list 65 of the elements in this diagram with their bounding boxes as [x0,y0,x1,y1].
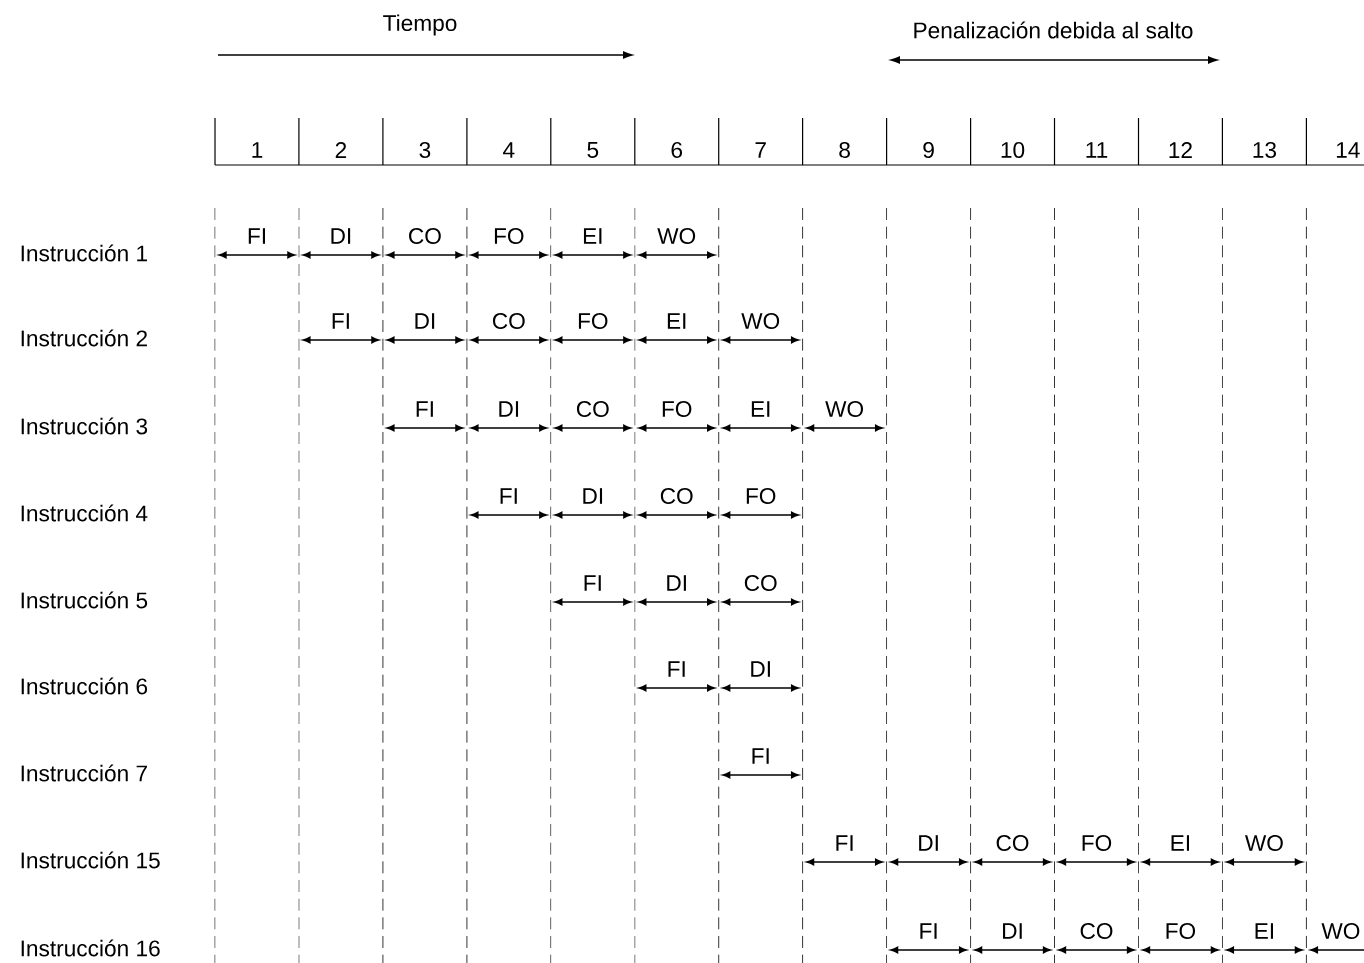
stage-label: EI [583,228,602,244]
stage-label: EI [667,313,686,329]
axis-number: 7 [755,142,766,158]
stage-label: DI [499,401,519,417]
stage-label: FI [920,923,937,939]
stage-label: DI [331,228,351,244]
stage-label: EI [1171,835,1189,851]
axis-title: Tiempo [383,14,457,36]
axis-number: 4 [503,142,515,158]
row-label: Instrucción 4 [21,504,148,522]
stage-label: CO [492,312,525,330]
axis-number: 13 [1253,141,1276,159]
axis-number: 5 [587,142,599,158]
stage-label: FO [578,312,608,330]
stage-label: DI [415,313,435,329]
stage-label: FI [500,488,517,504]
row-label: Instrucción 6 [21,677,148,695]
stage-label: CO [576,400,609,418]
stage-label: FI [332,313,349,329]
axis-number: 8 [839,141,850,159]
row-label: Instrucción 16 [21,939,160,957]
stage-label: DI [751,661,770,677]
axis-number: 3 [419,141,431,159]
axis-number: 2 [335,142,347,158]
stage-label: FI [584,575,601,591]
row-label: Instrucción 1 [21,244,147,262]
stage-label: FI [416,401,433,417]
stage-label: DI [583,488,603,504]
axis-number: 1 [252,142,263,158]
axis-number: 14 [1336,142,1360,158]
stage-label: DI [1003,923,1022,939]
stage-label: CO [744,574,777,592]
row-label: Instrucción 3 [21,417,148,435]
stage-label: FO [494,227,524,245]
row-label: Instrucción 7 [21,764,147,782]
stage-label: DI [667,575,686,591]
stage-label: DI [919,835,938,851]
stage-label: CO [660,487,693,505]
stage-label: WO [1321,922,1360,940]
axis-number: 10 [1001,141,1025,159]
row-label: Instrucción 2 [21,329,147,347]
stage-label: FO [1166,922,1196,940]
stage-label: FI [248,228,265,244]
row-label: Instrucción 5 [21,591,148,609]
stage-label: CO [409,227,441,245]
axis-title: Penalización debida al salto [914,21,1193,39]
axis-number: 12 [1169,142,1192,158]
stage-label: WO [741,312,780,330]
stage-label: CO [996,834,1029,852]
axis-number: 9 [923,141,934,159]
stage-label: FI [836,835,853,851]
stage-label: WO [657,227,696,245]
stage-label: CO [1080,922,1113,940]
stage-label: WO [825,400,864,418]
stage-label: FI [752,748,769,764]
stage-label: EI [751,401,770,417]
stage-label: FI [668,661,685,677]
stage-label: WO [1245,834,1283,852]
row-label: Instrucción 15 [21,851,160,869]
stage-label: FO [1082,834,1112,852]
stage-label: FO [746,487,776,505]
axis-number: 6 [671,141,682,159]
stage-label: FO [662,400,692,418]
axis-number: 11 [1086,142,1108,158]
stage-label: EI [1255,923,1273,939]
